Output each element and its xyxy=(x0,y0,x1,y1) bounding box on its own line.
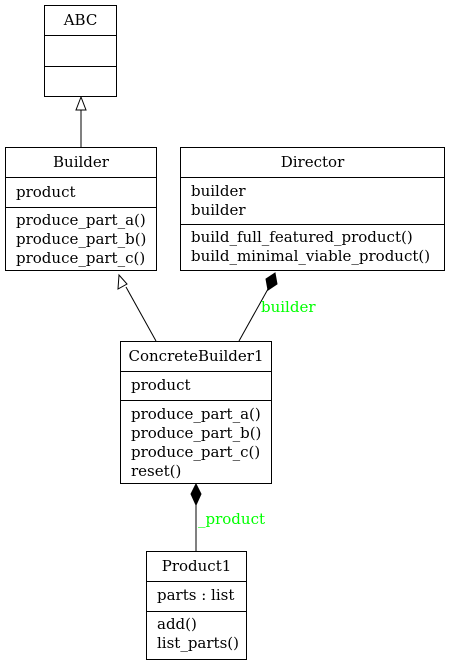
class-concrete-builder-attributes: product xyxy=(121,372,271,401)
method: add() xyxy=(157,615,197,633)
class-builder-methods: produce_part_a() produce_part_b() produc… xyxy=(6,208,156,270)
class-builder-attributes: product xyxy=(6,178,156,208)
method: produce_part_b() xyxy=(16,230,147,248)
method: produce_part_c() xyxy=(16,249,146,267)
edge-label-builder: builder xyxy=(261,298,316,316)
class-product-attributes: parts : list xyxy=(147,582,246,612)
class-concrete-builder-name: ConcreteBuilder1 xyxy=(121,342,271,372)
method: produce_part_b() xyxy=(131,424,262,442)
class-director-name: Director xyxy=(181,148,444,178)
class-product-methods: add() list_parts() xyxy=(147,612,246,659)
attribute: builder xyxy=(191,182,246,200)
class-concrete-builder: ConcreteBuilder1 product produce_part_a(… xyxy=(120,341,272,484)
method: produce_part_a() xyxy=(131,405,261,423)
composition-diamond-director xyxy=(265,272,278,291)
class-abc-attributes xyxy=(45,36,116,67)
attribute: parts : list xyxy=(157,586,235,604)
method: reset() xyxy=(131,462,182,480)
class-product-name: Product1 xyxy=(147,552,246,582)
class-abc-name: ABC xyxy=(45,6,116,36)
attribute: builder xyxy=(191,201,246,219)
class-director: Director builder builder build_full_feat… xyxy=(180,147,445,271)
inheritance-arrowhead-abc xyxy=(75,95,87,111)
class-director-attributes: builder builder xyxy=(181,178,444,225)
attribute: product xyxy=(16,183,76,201)
method: build_full_featured_product() xyxy=(191,228,413,246)
edge-label-product: _product xyxy=(198,510,265,528)
class-director-methods: build_full_featured_product() build_mini… xyxy=(181,225,444,270)
inheritance-arrowhead-builder xyxy=(117,273,128,290)
class-abc: ABC xyxy=(44,5,117,97)
method: produce_part_a() xyxy=(16,211,146,229)
method: build_minimal_viable_product() xyxy=(191,247,431,265)
concrete-inherits-builder-line xyxy=(125,286,157,342)
class-concrete-builder-methods: produce_part_a() produce_part_b() produc… xyxy=(121,401,271,483)
class-builder-name: Builder xyxy=(6,148,156,178)
method: produce_part_c() xyxy=(131,443,261,461)
director-builder-composition-line xyxy=(238,288,269,342)
attribute: product xyxy=(131,376,191,394)
class-abc-methods xyxy=(45,67,116,96)
class-product: Product1 parts : list add() list_parts() xyxy=(146,551,247,660)
composition-diamond-concrete xyxy=(190,482,202,507)
class-builder: Builder product produce_part_a() produce… xyxy=(5,147,157,271)
method: list_parts() xyxy=(157,634,239,652)
